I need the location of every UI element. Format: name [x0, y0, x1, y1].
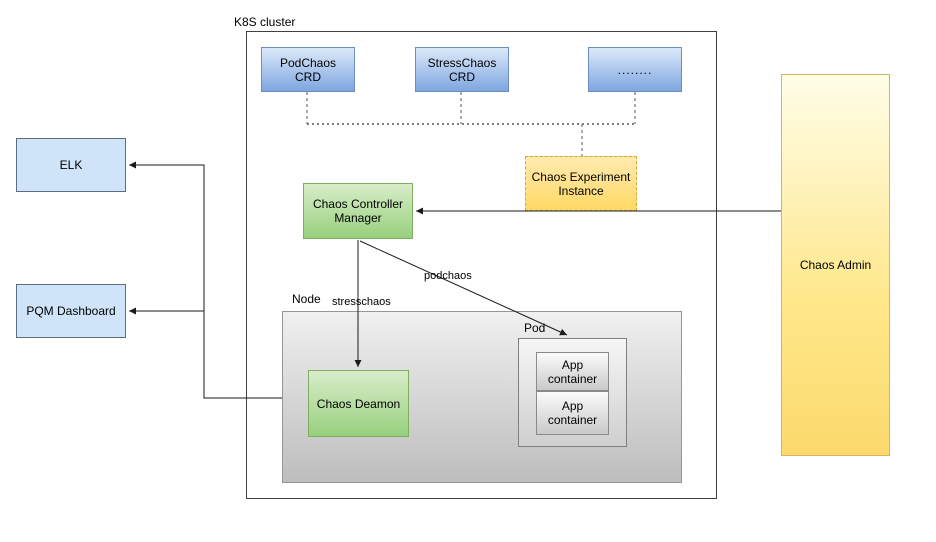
- elk-box: ELK: [16, 138, 126, 192]
- k8s-cluster-label: K8S cluster: [234, 15, 296, 29]
- edge-label-stresschaos: stresschaos: [332, 296, 391, 308]
- pqm-dashboard-label: PQM Dashboard: [26, 304, 116, 318]
- stresschaos-crd-label-line1: StressChaos: [427, 55, 497, 70]
- chaos-experiment-instance-box: Chaos Experiment Instance: [525, 156, 637, 211]
- app-container-top-label: App container: [547, 357, 598, 386]
- pqm-dashboard-box: PQM Dashboard: [16, 284, 126, 338]
- chaos-admin-box: Chaos Admin: [781, 74, 890, 456]
- podchaos-crd-box: PodChaos CRD: [261, 47, 355, 92]
- pod-label: Pod: [524, 321, 546, 335]
- chaos-experiment-instance-label-line1: Chaos Experiment: [531, 169, 631, 184]
- chaos-deamon-label: Chaos Deamon: [316, 396, 401, 411]
- podchaos-crd-label-line2: CRD: [295, 69, 321, 84]
- more-crds-box: ........: [588, 47, 682, 92]
- app-container-bottom-label: App container: [547, 399, 598, 427]
- app-container-bottom-box: App container: [536, 391, 609, 435]
- podchaos-crd-label-line1: PodChaos: [279, 55, 337, 70]
- stresschaos-crd-label-line2: CRD: [449, 69, 475, 84]
- chaos-experiment-instance-label-line2: Instance: [558, 183, 604, 198]
- chaos-controller-manager-box: Chaos Controller Manager: [303, 183, 413, 239]
- stresschaos-crd-box: StressChaos CRD: [415, 47, 509, 92]
- node-label: Node: [292, 292, 321, 306]
- chaos-admin-label: Chaos Admin: [799, 258, 872, 272]
- chaos-controller-manager-label-line2: Manager: [334, 211, 382, 225]
- chaos-controller-manager-label-line1: Chaos Controller: [312, 197, 404, 211]
- elk-label: ELK: [59, 158, 83, 172]
- app-container-top-box: App container: [536, 352, 609, 391]
- edge-label-podchaos: podchaos: [424, 270, 472, 282]
- more-crds-label: ........: [617, 62, 653, 77]
- chaos-deamon-box: Chaos Deamon: [308, 370, 409, 437]
